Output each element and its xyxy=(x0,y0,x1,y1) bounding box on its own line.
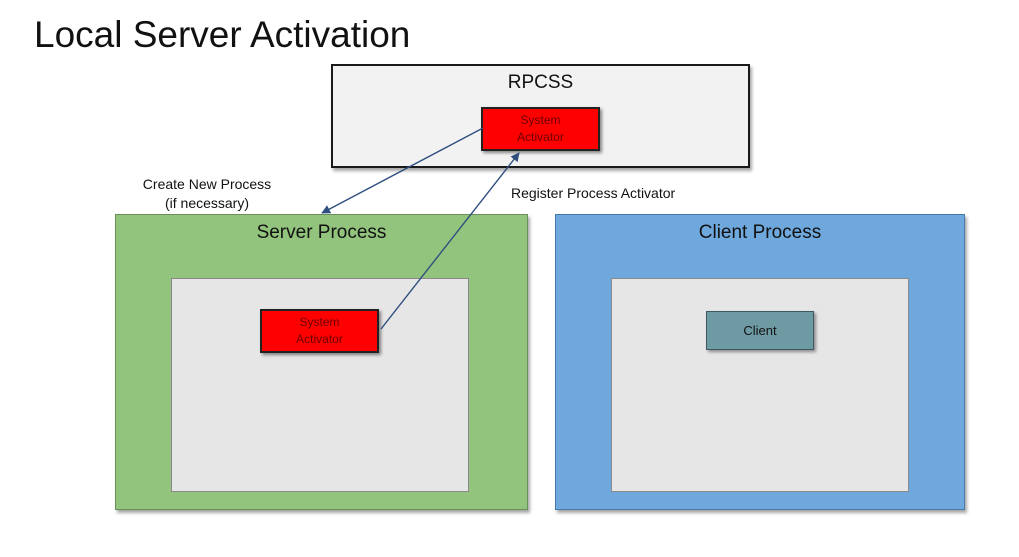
server-activator-line2: Activator xyxy=(296,332,343,346)
create-process-annotation: Create New Process (if necessary) xyxy=(122,175,292,213)
server-process-label: Server Process xyxy=(256,222,387,243)
register-activator-annotation: Register Process Activator xyxy=(511,185,676,201)
client-label: Client xyxy=(743,323,777,338)
server-system-activator: System Activator xyxy=(260,309,379,353)
server-activator-line1: System xyxy=(299,315,340,329)
rpcss-label: RPCSS xyxy=(507,72,574,93)
page-title: Local Server Activation xyxy=(34,14,411,55)
rpcss-system-activator: System Activator xyxy=(481,107,600,151)
client-box: Client xyxy=(706,311,814,350)
rpcss-activator-line2: Activator xyxy=(517,130,564,144)
client-process-label: Client Process xyxy=(698,222,822,243)
create-process-line1: Create New Process xyxy=(142,176,272,192)
create-process-line2: (if necessary) xyxy=(164,195,250,211)
rpcss-activator-line1: System xyxy=(520,113,561,127)
